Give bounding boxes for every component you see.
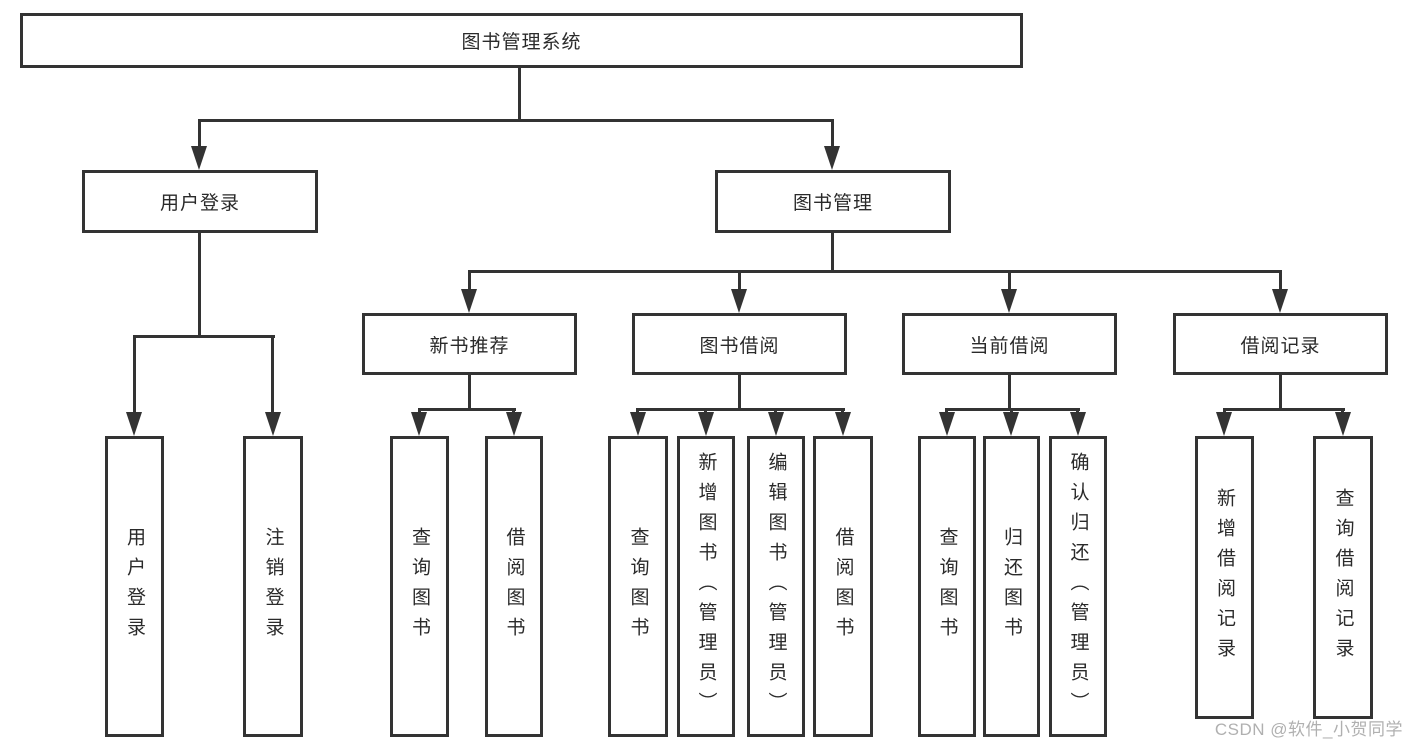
arrow-down-icon [835, 412, 851, 436]
arrow-down-icon [265, 412, 281, 436]
leaf-add-books-admin: 新增图书（管理员） [677, 436, 735, 737]
leaf-return-books: 归还图书 [983, 436, 1040, 737]
arrow-down-icon [506, 412, 522, 436]
connector-module-stem [468, 375, 471, 410]
arrow-down-icon [1216, 412, 1232, 436]
connector-branch-recommend [418, 408, 516, 411]
connector-branch-book-mgmt [468, 270, 1282, 273]
node-book-management: 图书管理 [715, 170, 951, 233]
arrow-down-icon [191, 146, 207, 170]
node-current-borrow: 当前借阅 [902, 313, 1117, 375]
connector-leaf-stem [133, 335, 136, 415]
arrow-down-icon [1070, 412, 1086, 436]
leaf-logout: 注销登录 [243, 436, 303, 737]
arrow-down-icon [768, 412, 784, 436]
arrow-down-icon [731, 289, 747, 313]
node-borrow-records: 借阅记录 [1173, 313, 1388, 375]
connector-to-user-login [198, 120, 201, 148]
connector-to-module [738, 270, 741, 291]
watermark: CSDN @软件_小贺同学 [1214, 720, 1403, 739]
connector-branch-user-login [133, 335, 275, 338]
connector-leaf-stem [271, 335, 274, 415]
leaf-user-login: 用户登录 [105, 436, 164, 737]
arrow-down-icon [939, 412, 955, 436]
arrow-down-icon [461, 289, 477, 313]
arrow-down-icon [1001, 289, 1017, 313]
connector-root-stem [518, 68, 521, 120]
leaf-query-borrow-record: 查询借阅记录 [1313, 436, 1373, 719]
arrow-down-icon [698, 412, 714, 436]
connector-to-module [1279, 270, 1282, 291]
connector-to-module [1008, 270, 1011, 291]
arrow-down-icon [1335, 412, 1351, 436]
leaf-borrow-books: 借阅图书 [813, 436, 873, 737]
connector-to-book-mgmt [831, 120, 834, 148]
connector-module-stem [1008, 375, 1011, 410]
leaf-edit-books-admin: 编辑图书（管理员） [747, 436, 805, 737]
arrow-down-icon [1003, 412, 1019, 436]
node-root: 图书管理系统 [20, 13, 1023, 68]
arrow-down-icon [411, 412, 427, 436]
connector-user-login-stem [198, 233, 201, 337]
connector-module-stem [1279, 375, 1282, 410]
leaf-add-borrow-record: 新增借阅记录 [1195, 436, 1254, 719]
arrow-down-icon [1272, 289, 1288, 313]
arrow-down-icon [126, 412, 142, 436]
connector-to-module [468, 270, 471, 291]
leaf-query-books: 查询图书 [918, 436, 976, 737]
connector-module-stem [738, 375, 741, 410]
connector-book-mgmt-stem [831, 233, 834, 272]
connector-branch-borrow [636, 408, 845, 411]
connector-branch-top [198, 119, 834, 122]
leaf-borrow-books: 借阅图书 [485, 436, 543, 737]
leaf-query-books: 查询图书 [608, 436, 668, 737]
arrow-down-icon [824, 146, 840, 170]
leaf-query-books: 查询图书 [390, 436, 449, 737]
node-book-borrow: 图书借阅 [632, 313, 847, 375]
leaf-confirm-return-admin: 确认归还（管理员） [1049, 436, 1107, 737]
connector-branch-records [1223, 408, 1345, 411]
node-user-login: 用户登录 [82, 170, 318, 233]
node-new-book-recommend: 新书推荐 [362, 313, 577, 375]
arrow-down-icon [630, 412, 646, 436]
